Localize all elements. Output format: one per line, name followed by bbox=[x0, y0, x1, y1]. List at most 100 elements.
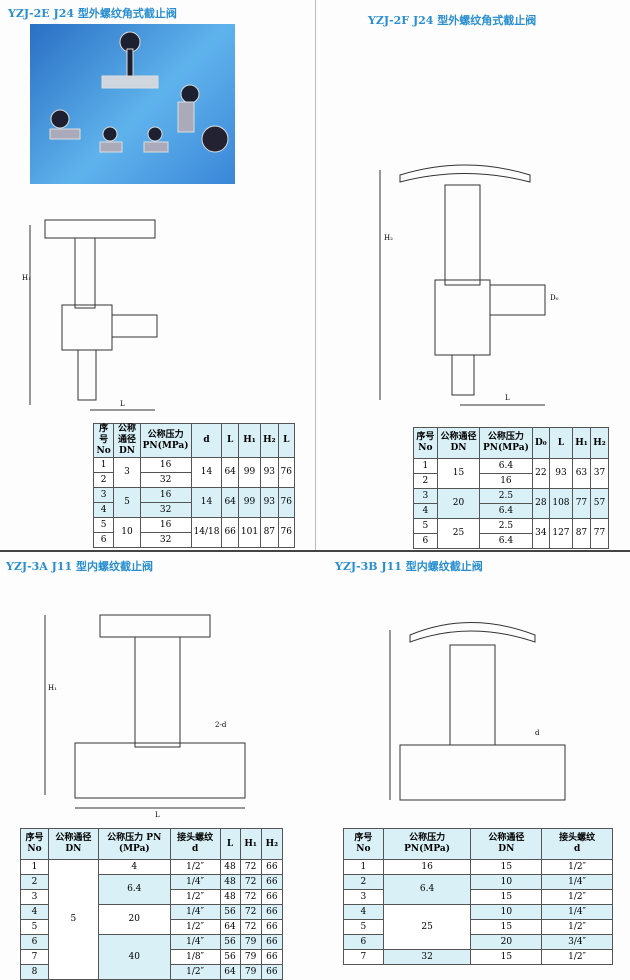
table-cell: 1/4″ bbox=[541, 904, 613, 920]
table-cell: 93 bbox=[260, 487, 279, 518]
table-cell: 15 bbox=[470, 889, 543, 905]
table-cell: 1/2″ bbox=[541, 859, 613, 875]
table-cell: 1/2″ bbox=[541, 949, 613, 965]
table-cell: 6.4 bbox=[479, 458, 533, 474]
table-cell: 72 bbox=[239, 919, 262, 935]
column-header: H₂ bbox=[260, 828, 284, 860]
table-cell: 25 bbox=[382, 904, 472, 950]
table-cell: 64 bbox=[221, 457, 239, 488]
table-cell: 1 bbox=[343, 859, 384, 875]
table-cell: 63 bbox=[571, 458, 591, 489]
table-cell: 2 bbox=[92, 472, 115, 488]
table-cell: 79 bbox=[239, 964, 262, 980]
table-cell: 57 bbox=[589, 488, 610, 519]
table-cell: 64 bbox=[219, 964, 241, 980]
table-cell: 56 bbox=[219, 949, 241, 965]
label-l-3a: L bbox=[155, 811, 160, 819]
table-cell: 99 bbox=[237, 457, 262, 488]
table-cell: 66 bbox=[260, 859, 284, 875]
table-cell: 10 bbox=[470, 904, 543, 920]
table-cell: 2 bbox=[413, 473, 438, 489]
table-cell: 6.4 bbox=[97, 874, 171, 905]
table-cell: 76 bbox=[277, 517, 296, 548]
drawing-yzj-3b: d bbox=[389, 622, 566, 801]
section-divider bbox=[0, 550, 630, 552]
table-cell: 66 bbox=[260, 964, 284, 980]
table-cell: 93 bbox=[548, 458, 573, 489]
column-header: 序号 No bbox=[20, 828, 49, 860]
drawing-yzj-2e: H₁ L bbox=[22, 219, 158, 411]
table-cell: 6.4 bbox=[479, 503, 533, 519]
table-cell: 48 bbox=[219, 874, 241, 890]
table-cell: 28 bbox=[531, 488, 550, 519]
column-header: L bbox=[221, 423, 239, 458]
table-cell: 15 bbox=[436, 458, 481, 489]
table-cell: 25 bbox=[436, 518, 481, 549]
table-cell: 1/2″ bbox=[169, 964, 221, 980]
table-cell: 1/4″ bbox=[169, 904, 221, 920]
column-header: D₀ bbox=[531, 427, 550, 459]
table-cell: 3 bbox=[92, 487, 115, 503]
column-header: L bbox=[548, 427, 573, 459]
table-cell: 3 bbox=[113, 457, 141, 488]
table-cell: 72 bbox=[239, 874, 262, 890]
table-cell: 15 bbox=[470, 949, 543, 965]
column-header: H₂ bbox=[260, 423, 279, 458]
table-cell: 5 bbox=[343, 919, 384, 935]
column-header: H₁ bbox=[239, 828, 262, 860]
table-cell: 66 bbox=[221, 517, 239, 548]
table-cell: 32 bbox=[382, 949, 472, 965]
label-h2: H₂ bbox=[384, 234, 393, 242]
table-cell: 99 bbox=[237, 487, 262, 518]
table-cell: 1 bbox=[413, 458, 438, 474]
table-cell: 2.5 bbox=[479, 488, 533, 504]
table-cell: 1 bbox=[20, 859, 49, 875]
table-cell: 6.4 bbox=[382, 874, 472, 905]
table-cell: 16 bbox=[139, 517, 192, 533]
table-cell: 1/2″ bbox=[169, 859, 221, 875]
table-cell: 3 bbox=[413, 488, 438, 504]
title-yzj-2f: YZJ-2F J24 型外螺纹角式截止阀 bbox=[368, 14, 537, 27]
table-cell: 6.4 bbox=[479, 533, 533, 549]
table-cell: 37 bbox=[589, 458, 610, 489]
table-cell: 20 bbox=[470, 934, 543, 950]
table-cell: 66 bbox=[260, 949, 284, 965]
drawing-yzj-3a: H₁ 2-d L bbox=[44, 614, 246, 819]
table-cell: 5 bbox=[92, 517, 115, 533]
table-cell: 4 bbox=[20, 904, 49, 920]
column-header: H₂ bbox=[589, 427, 610, 459]
label-d: d bbox=[535, 729, 540, 737]
table-cell: 5 bbox=[20, 919, 49, 935]
table-cell: 72 bbox=[239, 889, 262, 905]
table-cell: 101 bbox=[237, 517, 262, 548]
table-cell: 32 bbox=[139, 532, 192, 548]
table-cell: 20 bbox=[97, 904, 171, 935]
table-cell: 56 bbox=[219, 934, 241, 950]
table-cell: 87 bbox=[260, 517, 279, 548]
table-cell: 32 bbox=[139, 502, 192, 518]
table-cell: 6 bbox=[343, 934, 384, 950]
table-cell: 16 bbox=[479, 473, 533, 489]
table-cell: 66 bbox=[260, 904, 284, 920]
table-cell: 64 bbox=[221, 487, 239, 518]
table-cell: 1/4″ bbox=[541, 874, 613, 890]
table-cell: 10 bbox=[113, 517, 141, 548]
table-cell: 48 bbox=[219, 859, 241, 875]
table-cell: 1 bbox=[92, 457, 115, 473]
